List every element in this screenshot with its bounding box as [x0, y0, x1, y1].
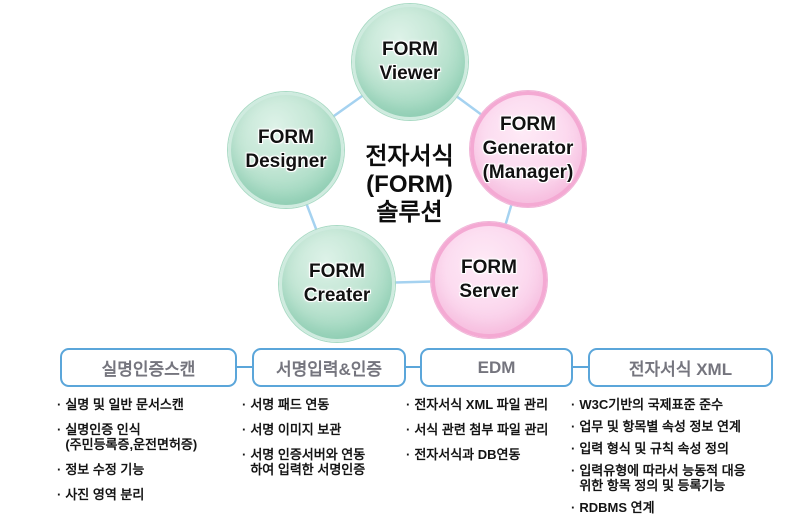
- feature-list-edm: · 전자서식 XML 파일 관리 · 서식 관련 첨부 파일 관리 · 전자서식…: [406, 397, 574, 472]
- bullet-dot: ·: [571, 397, 576, 412]
- list-item: · 정보 수정 기능: [57, 462, 243, 477]
- list-item: · 서명 인증서버와 연동 하여 입력한 서명인증: [242, 447, 406, 477]
- list-item-text: 사진 영역 분리: [65, 487, 145, 502]
- bullet-dot: ·: [406, 422, 411, 437]
- list-item: · RDBMS 연계: [571, 500, 797, 515]
- list-item-text: 실명 및 일반 문서스캔: [65, 397, 184, 412]
- box-connector-line: [405, 366, 421, 368]
- box-connector-line: [572, 366, 589, 368]
- bullet-dot: ·: [57, 462, 62, 477]
- list-item: · W3C기반의 국제표준 준수: [571, 397, 797, 412]
- flow-box-edm: EDM: [420, 348, 573, 387]
- list-item-text: 입력 형식 및 규칙 속성 정의: [579, 441, 729, 456]
- list-item-text: 실명인증 인식 (주민등록증,운전면허증): [65, 422, 198, 452]
- bullet-dot: ·: [571, 463, 576, 478]
- list-item: · 실명인증 인식 (주민등록증,운전면허증): [57, 422, 243, 452]
- bullet-dot: ·: [406, 447, 411, 462]
- list-item: · 서명 패드 연동: [242, 397, 406, 412]
- bullet-dot: ·: [57, 397, 62, 412]
- list-item: · 전자서식 XML 파일 관리: [406, 397, 574, 412]
- list-item-text: 업무 및 항목별 속성 정보 연계: [579, 419, 741, 434]
- list-item: · 업무 및 항목별 속성 정보 연계: [571, 419, 797, 434]
- list-item: · 사진 영역 분리: [57, 487, 243, 502]
- bullet-dot: ·: [406, 397, 411, 412]
- circle-form-creater: FORM Creater: [279, 226, 395, 342]
- circle-form-generator-manager: FORM Generator (Manager): [470, 91, 586, 207]
- list-item: · 서명 이미지 보관: [242, 422, 406, 437]
- list-item-text: 전자서식 XML 파일 관리: [414, 397, 549, 412]
- list-item-text: 서명 이미지 보관: [250, 422, 342, 437]
- flow-box-realname-scan: 실명인증스캔: [60, 348, 237, 387]
- circle-form-viewer: FORM Viewer: [352, 4, 468, 120]
- list-item: · 입력 형식 및 규칙 속성 정의: [571, 441, 797, 456]
- center-title: 전자서식 (FORM) 솔루션: [365, 143, 454, 226]
- list-item-text: 정보 수정 기능: [65, 462, 145, 477]
- bullet-dot: ·: [242, 422, 247, 437]
- flow-box-signature-input: 서명입력&인증: [252, 348, 406, 387]
- box-connector-line: [236, 366, 253, 368]
- circle-form-server: FORM Server: [431, 222, 547, 338]
- bullet-dot: ·: [571, 441, 576, 456]
- bullet-dot: ·: [57, 487, 62, 502]
- list-item-text: RDBMS 연계: [579, 500, 655, 515]
- bullet-dot: ·: [242, 447, 247, 462]
- list-item-text: 서식 관련 첨부 파일 관리: [414, 422, 549, 437]
- bullet-dot: ·: [57, 422, 62, 437]
- feature-list-realname-scan: · 실명 및 일반 문서스캔 · 실명인증 인식 (주민등록증,운전면허증) ·…: [57, 397, 243, 512]
- list-item-text: 서명 인증서버와 연동 하여 입력한 서명인증: [250, 447, 366, 477]
- bullet-dot: ·: [242, 397, 247, 412]
- bullet-dot: ·: [571, 500, 576, 515]
- list-item: · 입력유형에 따라서 능동적 대응 위한 항목 정의 및 등록기능: [571, 463, 797, 493]
- bullet-dot: ·: [571, 419, 576, 434]
- list-item-text: 전자서식과 DB연동: [414, 447, 521, 462]
- list-item-text: 입력유형에 따라서 능동적 대응 위한 항목 정의 및 등록기능: [579, 463, 746, 493]
- flow-box-eform-xml: 전자서식 XML: [588, 348, 773, 387]
- circle-form-designer: FORM Designer: [228, 92, 344, 208]
- list-item: · 전자서식과 DB연동: [406, 447, 574, 462]
- list-item: · 서식 관련 첨부 파일 관리: [406, 422, 574, 437]
- feature-list-signature-input: · 서명 패드 연동 · 서명 이미지 보관 · 서명 인증서버와 연동 하여 …: [242, 397, 406, 487]
- list-item-text: W3C기반의 국제표준 준수: [579, 397, 724, 412]
- list-item-text: 서명 패드 연동: [250, 397, 330, 412]
- list-item: · 실명 및 일반 문서스캔: [57, 397, 243, 412]
- feature-list-eform-xml: · W3C기반의 국제표준 준수 · 업무 및 항목별 속성 정보 연계 · 입…: [571, 397, 797, 522]
